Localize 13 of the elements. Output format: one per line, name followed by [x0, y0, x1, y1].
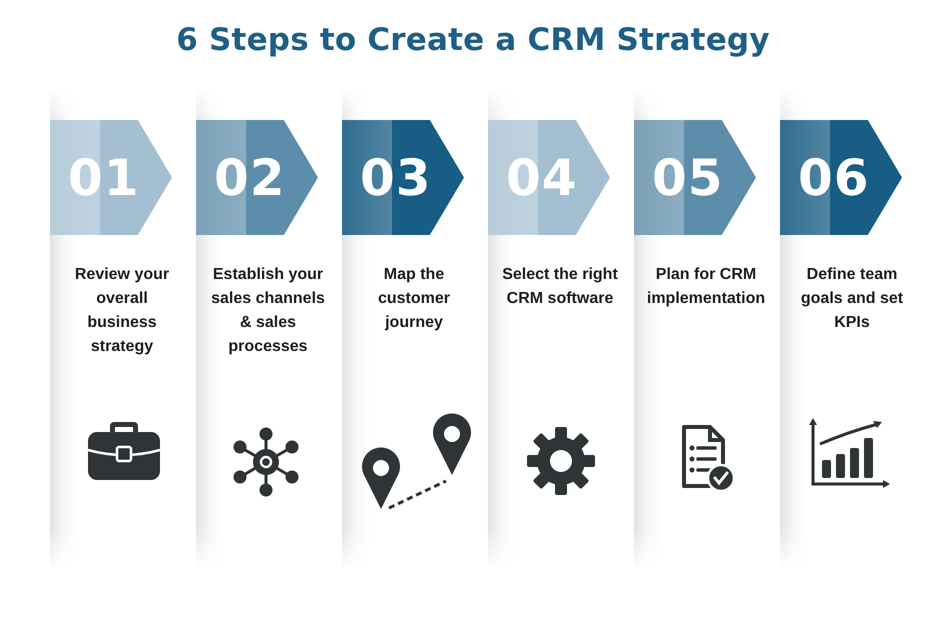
- step-description: Establish your sales channels & sales processes: [210, 265, 326, 357]
- step-description: Review your overall business strategy: [74, 265, 170, 357]
- step-number: 01: [68, 148, 140, 206]
- step-number: 04: [506, 148, 578, 206]
- step-description: Plan for CRM implementation: [646, 265, 766, 309]
- step-number: 06: [798, 148, 870, 206]
- step-description: Define team goals and set KPIs: [800, 265, 904, 333]
- step-number: 05: [652, 148, 724, 206]
- step-number: 02: [214, 148, 286, 206]
- step-description: Map the customer journey: [376, 265, 452, 333]
- step-number: 03: [360, 148, 432, 206]
- title: 6 Steps to Create a CRM Strategy: [175, 22, 771, 58]
- step-description: Select the right CRM software: [501, 265, 619, 309]
